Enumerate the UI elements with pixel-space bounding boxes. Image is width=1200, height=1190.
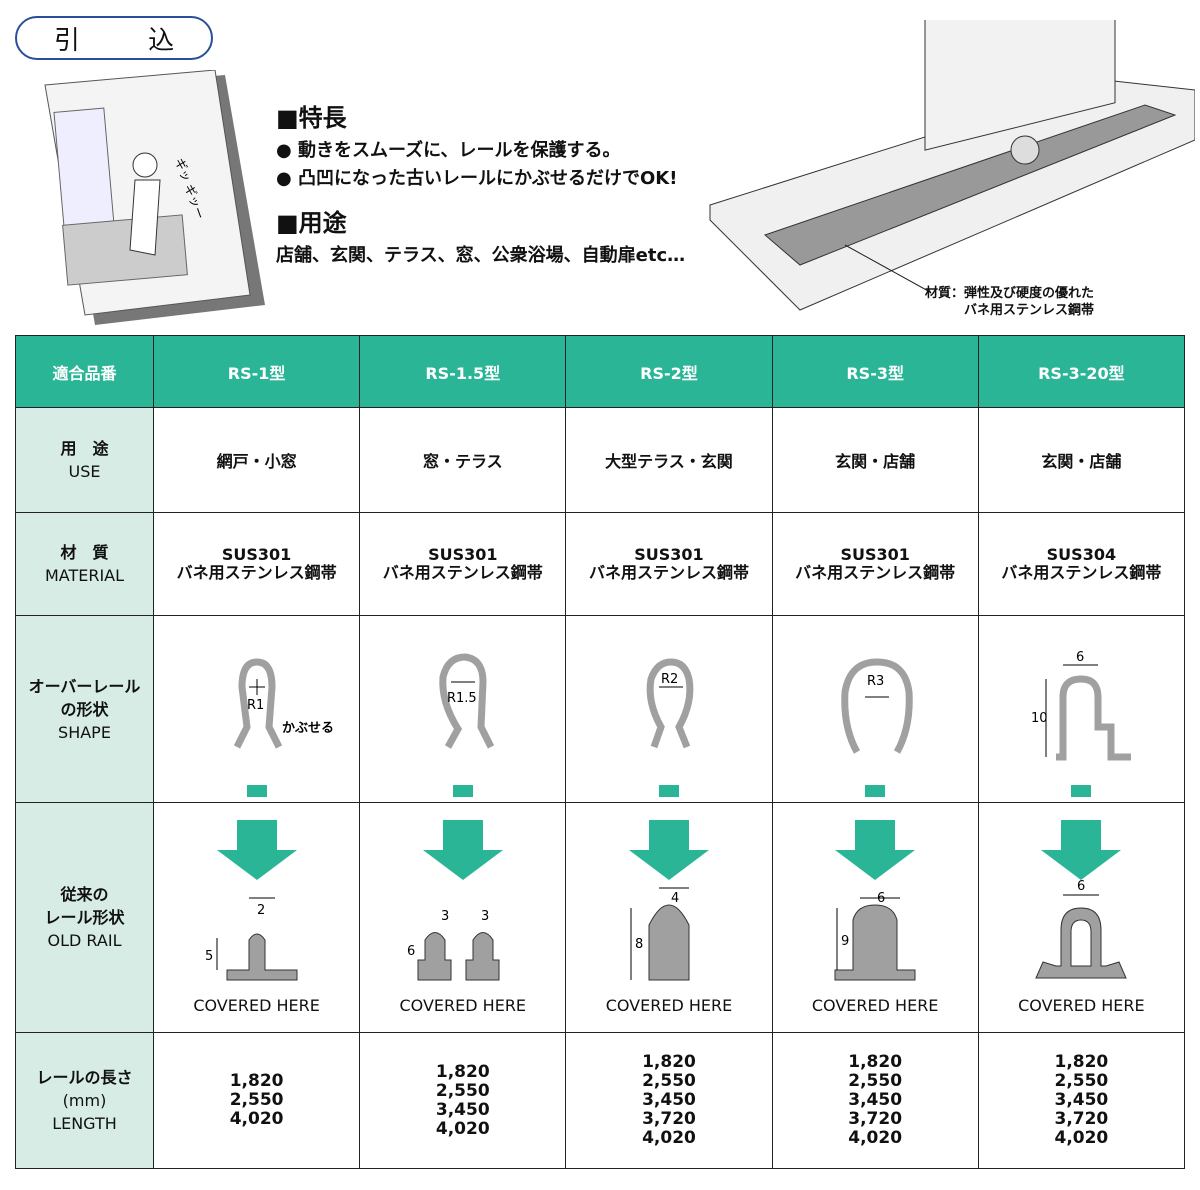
door-illustration: ギッ ギッー <box>44 70 265 325</box>
uses-text: 店舗、玄関、テラス、窓、公衆浴場、自動扉etc… <box>276 245 686 266</box>
shape-cell: R3 <box>771 615 979 803</box>
header-label: 適合品番 <box>15 335 154 408</box>
svg-text:9: 9 <box>841 934 849 949</box>
use-value: 玄関・店舗 <box>771 407 979 513</box>
header-row: 適合品番 RS-1型 RS-1.5型 RS-2型 RS-3型 RS-3-20型 <box>15 335 1186 408</box>
old-rail-cell: 6 9 COVERED HERE <box>771 802 979 1033</box>
svg-text:3: 3 <box>481 909 489 924</box>
svg-text:8: 8 <box>635 937 643 952</box>
features-section: ■特長 ● 動きをスムーズに、レールを保護する。 ● 凸凹になった古いレールにか… <box>276 98 685 270</box>
over-rail-shape-r1-5: R1.5 <box>439 653 494 797</box>
svg-text:2: 2 <box>257 903 265 918</box>
over-rail-shape-r1: R1 かぶせる <box>233 658 334 797</box>
svg-text:R1: R1 <box>247 698 264 713</box>
use-value: 網戸・小窓 <box>152 407 361 513</box>
shape-cell: 6 10 <box>977 615 1186 803</box>
shape-cell: R2 <box>565 615 773 803</box>
feature-1: ● 動きをスムーズに、レールを保護する。 <box>276 140 621 161</box>
model-header: RS-1.5型 <box>359 335 567 408</box>
down-arrow-icon <box>628 820 709 880</box>
down-arrow-icon <box>216 820 297 880</box>
material-caption: 材質：弾性及び硬度の優れたバネ用ステンレス鋼帯 <box>925 286 1095 318</box>
over-rail-shape-r3: R3 <box>841 658 913 797</box>
old-rail-shape: 4 8 <box>628 820 709 981</box>
old-rail-shape: 6 9 <box>834 820 916 981</box>
use-value: 玄関・店舗 <box>977 407 1186 513</box>
model-header: RS-3型 <box>771 335 979 408</box>
svg-text:6: 6 <box>1077 879 1085 894</box>
length-label: レールの長さ(mm)LENGTH <box>15 1032 154 1169</box>
spec-table: 適合品番 RS-1型 RS-1.5型 RS-2型 RS-3型 RS-3-20型 … <box>15 335 1186 1169</box>
model-header: RS-1型 <box>152 335 361 408</box>
old-rail-shape: 6 <box>1035 820 1128 979</box>
use-value: 窓・テラス <box>359 407 567 513</box>
old-rail-cell: 2 5 COVERED HERE <box>152 802 361 1033</box>
use-value: 大型テラス・玄関 <box>565 407 773 513</box>
shape-cell: R1 かぶせる <box>152 615 361 803</box>
rail-illustration <box>709 20 1195 311</box>
down-arrow-icon <box>422 820 503 880</box>
svg-text:6: 6 <box>877 891 885 906</box>
uses-heading: ■用途 <box>276 209 347 237</box>
old-rail-cell: 4 8 COVERED HERE <box>565 802 773 1033</box>
svg-text:R3: R3 <box>867 674 884 689</box>
features-heading: ■特長 <box>276 104 347 132</box>
down-arrow-icon <box>1041 820 1122 880</box>
shape-cell: R1.5 <box>359 615 567 803</box>
svg-text:10: 10 <box>1031 711 1048 726</box>
svg-text:かぶせる: かぶせる <box>282 721 334 736</box>
over-rail-shape-rs3-20: 6 10 <box>1031 650 1132 797</box>
model-header: RS-2型 <box>565 335 773 408</box>
svg-text:6: 6 <box>407 944 415 959</box>
svg-text:R2: R2 <box>661 672 678 687</box>
svg-text:R1.5: R1.5 <box>447 691 477 706</box>
old-rail-cell: 6 COVERED HERE <box>977 802 1186 1033</box>
svg-text:4: 4 <box>671 891 679 906</box>
over-rail-shape-r2: R2 <box>646 658 694 797</box>
svg-text:5: 5 <box>205 949 213 964</box>
svg-text:3: 3 <box>441 909 449 924</box>
svg-text:6: 6 <box>1076 650 1084 665</box>
page-title: 引 込 <box>15 16 213 60</box>
down-arrow-icon <box>835 820 916 880</box>
feature-2: ● 凸凹になった古いレールにかぶせるだけでOK! <box>276 168 678 189</box>
old-rail-shape: 3 3 6 <box>407 820 503 981</box>
old-rail-shape: 2 5 <box>205 820 298 981</box>
model-header: RS-3-20型 <box>977 335 1186 408</box>
